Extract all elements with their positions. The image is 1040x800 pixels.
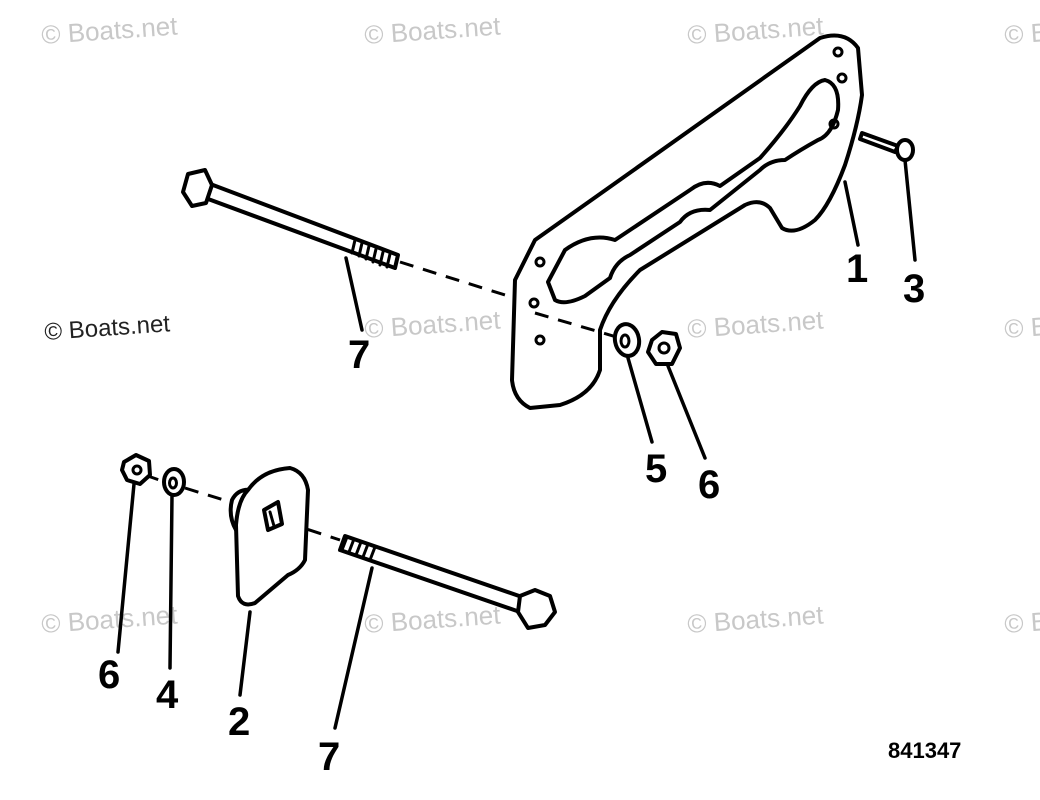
watermark: © Boats.net bbox=[686, 600, 825, 639]
watermark: © Boats.net bbox=[363, 11, 502, 50]
plate-part bbox=[228, 466, 310, 607]
upper-bolt-thread bbox=[350, 238, 392, 269]
watermark: © Boats.net bbox=[44, 310, 172, 346]
callout-lower-nut: 6 bbox=[98, 653, 120, 697]
bracket-hole bbox=[836, 72, 848, 84]
leader-line-5 bbox=[626, 356, 654, 444]
watermark: © Boats.net bbox=[1003, 11, 1040, 50]
leader-line-4 bbox=[168, 494, 174, 670]
watermark: © Boats.net bbox=[686, 305, 825, 344]
bracket-inner-opening bbox=[546, 78, 841, 305]
leader-line-6-upper bbox=[666, 364, 707, 460]
upper-bolt-part bbox=[181, 168, 400, 270]
lower-nut-hole bbox=[131, 464, 143, 476]
leader-line-1 bbox=[843, 180, 860, 247]
lower-nut-part bbox=[120, 453, 152, 486]
plate-key bbox=[262, 500, 284, 532]
drawing-number: 841347 bbox=[888, 738, 961, 763]
leader-line-2 bbox=[238, 610, 252, 697]
callout-upper-nut: 6 bbox=[698, 463, 720, 507]
callout-lower-bolt: 7 bbox=[318, 735, 340, 779]
callout-bracket: 1 bbox=[846, 247, 868, 291]
watermark: © Boats.net bbox=[686, 11, 825, 50]
bracket-part bbox=[510, 33, 864, 410]
watermark: © Boats.net bbox=[1003, 600, 1040, 639]
callout-screw: 3 bbox=[903, 267, 925, 311]
assembly-line bbox=[184, 486, 241, 507]
watermark: © Boats.net bbox=[40, 11, 179, 50]
watermark: © Boats.net bbox=[40, 600, 179, 639]
leader-line-6-lower bbox=[116, 482, 136, 654]
upper-nut-part bbox=[646, 330, 682, 366]
upper-nut-hole bbox=[657, 341, 671, 355]
leader-line-3 bbox=[903, 158, 917, 262]
lower-nut bbox=[120, 453, 152, 486]
bracket-hole bbox=[528, 297, 540, 309]
screw-head bbox=[895, 138, 915, 162]
callout-lower-washer: 4 bbox=[156, 673, 179, 717]
upper-washer-hole bbox=[619, 333, 631, 349]
lower-washer bbox=[162, 467, 186, 497]
lower-bolt-thread bbox=[340, 535, 377, 562]
assembly-line bbox=[399, 260, 506, 297]
callout-plate: 2 bbox=[228, 700, 250, 744]
lower-washer-part bbox=[162, 467, 186, 497]
lower-washer-hole bbox=[168, 476, 178, 490]
callout-labels: 1 3 7 5 6 6 4 2 7 bbox=[98, 247, 925, 779]
bracket-hole bbox=[832, 46, 844, 58]
lower-bolt-part bbox=[338, 534, 557, 630]
bracket-hole bbox=[534, 334, 546, 346]
upper-washer bbox=[612, 322, 642, 358]
screw-shank bbox=[858, 131, 900, 154]
plate-body bbox=[234, 466, 310, 607]
assembly-line bbox=[534, 311, 621, 340]
bracket-hole bbox=[828, 118, 840, 130]
upper-washer-part bbox=[612, 322, 642, 358]
leader-line-7-upper bbox=[344, 256, 364, 332]
watermark: © Boats.net bbox=[363, 600, 502, 639]
upper-bolt-head bbox=[181, 168, 214, 208]
watermark: © Boats.net bbox=[363, 305, 502, 344]
screw-part bbox=[858, 131, 915, 162]
bracket-outer bbox=[510, 33, 864, 410]
watermark: © Boats.net bbox=[1003, 305, 1040, 344]
watermark-layer: © Boats.net © Boats.net © Boats.net © Bo… bbox=[40, 11, 1040, 639]
plate-key-slot bbox=[268, 510, 276, 528]
callout-upper-washer: 5 bbox=[645, 447, 667, 491]
lower-bolt-head bbox=[516, 588, 557, 630]
bracket-hole bbox=[534, 256, 546, 268]
callout-upper-bolt: 7 bbox=[348, 333, 370, 377]
leader-line-7-lower bbox=[333, 566, 374, 730]
upper-nut bbox=[646, 330, 682, 366]
leader-lines bbox=[116, 158, 917, 730]
